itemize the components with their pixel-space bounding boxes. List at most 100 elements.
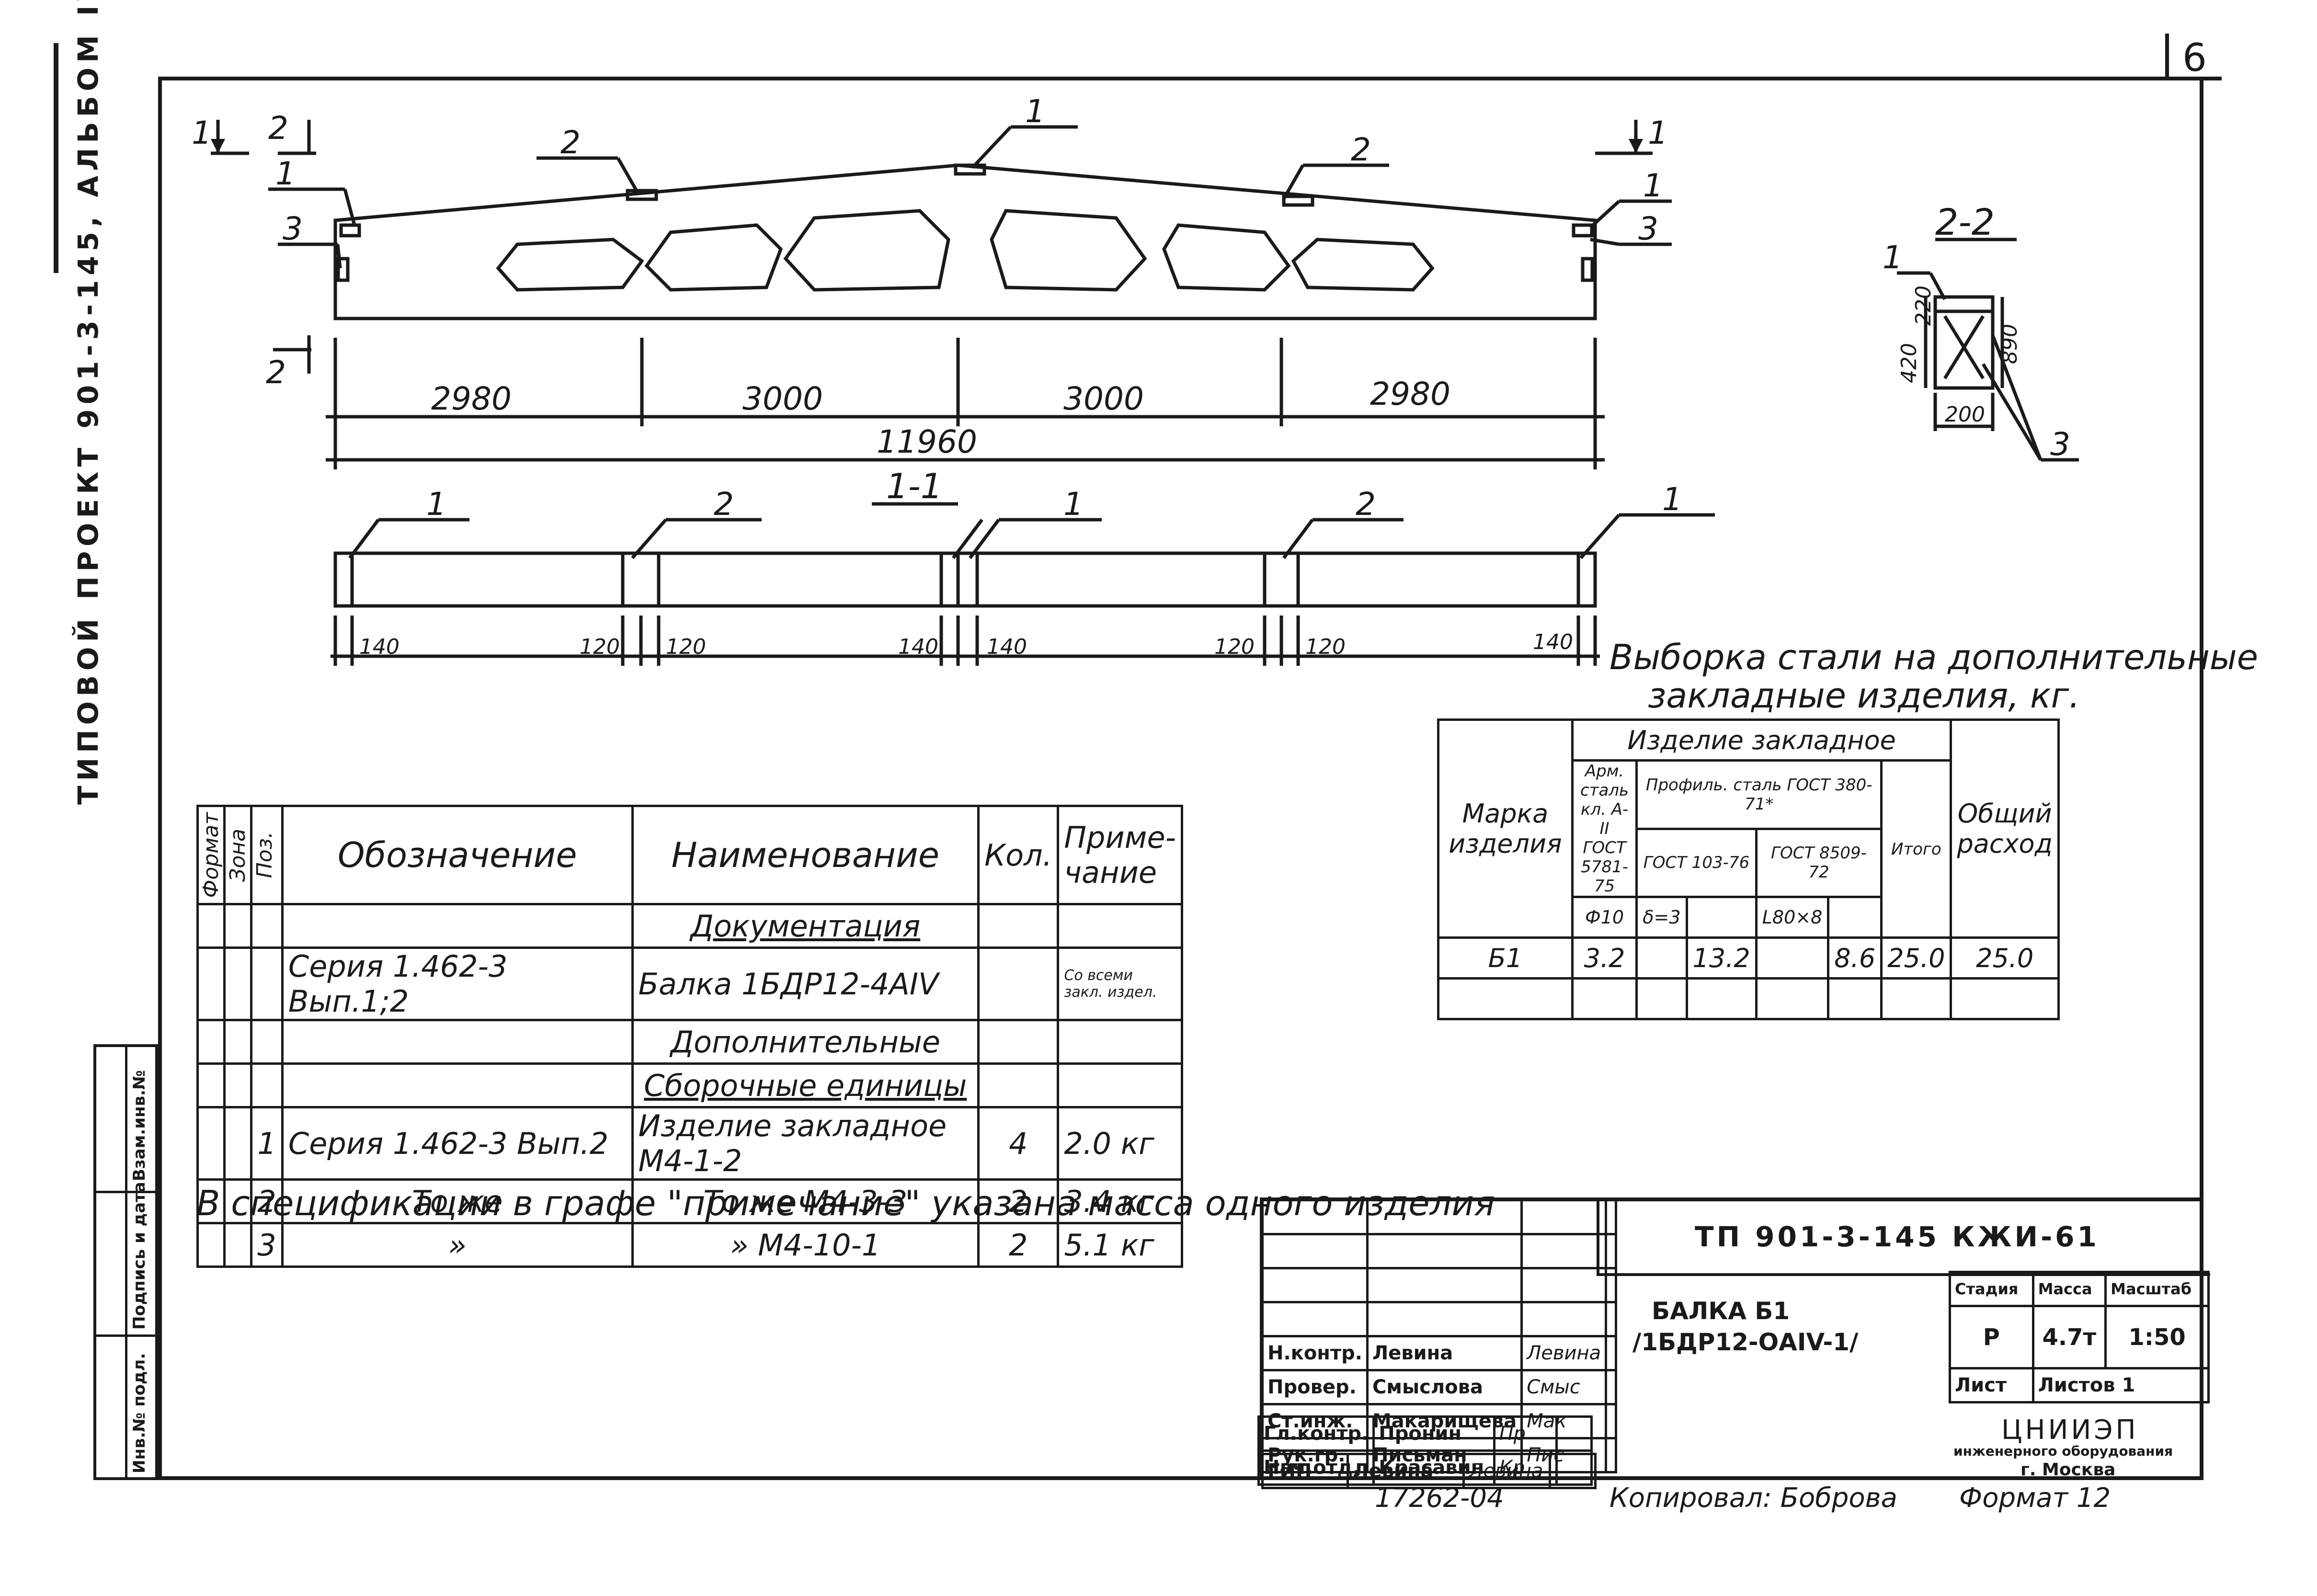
stamp-name: Левина — [1366, 1335, 1523, 1371]
spec-h-qty: Кол. — [977, 805, 1060, 905]
steel-row-empty-2 — [1755, 936, 1830, 980]
stamp-sign: Пр — [1493, 1415, 1558, 1452]
callout-1-right: 1 — [1643, 167, 1663, 204]
plan-dim-7: 120 — [1305, 635, 1346, 659]
stamp-blank — [1520, 1301, 1608, 1337]
spec-designation — [281, 903, 634, 949]
stamp-blank — [1605, 1199, 1618, 1235]
stamp-date — [1605, 1437, 1618, 1473]
stamp-role: Гл.контр. — [1257, 1415, 1375, 1452]
steel-col-itogo: Итого — [1880, 759, 1952, 939]
section-mark-1-left: 1 — [192, 114, 212, 151]
steel-empty-cell — [1685, 977, 1758, 1020]
steel-row-total: 25.0 — [1950, 936, 2060, 980]
stamp-date — [1605, 1403, 1618, 1439]
stamp-blank — [1520, 1233, 1608, 1269]
steel-col-mark: Марка изделия — [1437, 718, 1574, 939]
org-city: г. Москва — [2020, 1460, 2116, 1480]
left-strip-label-2: Подпись и дата — [130, 1182, 149, 1330]
steel-sub-blank-2 — [1827, 896, 1883, 939]
spec-qty: 2 — [977, 1222, 1060, 1268]
spec-note — [1057, 1062, 1183, 1108]
spec-cell — [196, 1062, 226, 1108]
spec-cell — [196, 946, 226, 1021]
stamp-blank — [1605, 1233, 1618, 1269]
table-row: Документация — [196, 903, 1183, 949]
spec-pos — [250, 946, 284, 1021]
spec-name: » М4-10-1 — [631, 1222, 980, 1268]
spec-h-designation: Обозначение — [281, 805, 634, 905]
section-mark-2-left: 2 — [268, 110, 288, 147]
elevation-dim-3: 3000 — [1063, 380, 1144, 417]
spec-name: Сборочные единицы — [631, 1062, 980, 1108]
callout-1-center: 1 — [1025, 93, 1045, 130]
opening-6 — [1291, 238, 1435, 292]
spec-cell — [223, 946, 252, 1021]
spec-note: 5.1 кг — [1057, 1222, 1183, 1268]
stamp-sheets: Листов 1 — [2032, 1367, 2210, 1403]
plan-callout-1c: 1 — [1662, 481, 1682, 518]
callout-3-left: 3 — [283, 210, 303, 247]
steel-title-line1: Выборка стали на дополнительные — [1609, 637, 2259, 677]
stamp-role: Нач.отд. — [1257, 1449, 1375, 1486]
stamp-mass-label: Масса — [2032, 1271, 2107, 1307]
steel-empty-row — [1437, 977, 1574, 1020]
spec-cell — [223, 1178, 252, 1224]
embedded-2-left — [626, 189, 658, 201]
spec-cell — [223, 1062, 252, 1108]
title-code: ТП 901-3-145 КЖИ-61 — [1695, 1220, 2100, 1253]
spec-name: То же М4-3-3 — [631, 1178, 980, 1224]
stamp-sign: Кр — [1493, 1449, 1558, 1486]
steel-empty-cell — [1571, 977, 1638, 1020]
spec-qty — [977, 1019, 1060, 1065]
footer-format: Формат 12 — [1959, 1482, 2111, 1514]
spec-name: Документация — [631, 903, 980, 949]
spec-cell — [196, 1019, 226, 1065]
spec-h-note: Приме-чание — [1057, 805, 1183, 905]
stamp-mass: 4.7т — [2032, 1305, 2107, 1369]
drawing-frame — [158, 77, 2203, 1480]
stamp-blank — [1366, 1233, 1523, 1269]
spec-note: Со всеми закл. издел. — [1057, 946, 1183, 1021]
steel-row-empty-1 — [1635, 936, 1688, 980]
spec-pos — [250, 1062, 284, 1108]
cross-section-22 — [1933, 295, 1995, 390]
embedded-3-left — [336, 257, 350, 282]
stamp-date — [1555, 1449, 1593, 1486]
plan-dim-3: 120 — [666, 635, 706, 659]
stamp-scale-label: Масштаб — [2104, 1271, 2210, 1307]
stamp-blank — [1520, 1267, 1608, 1303]
steel-table: Марка изделия Изделие закладное Общий ра… — [1437, 718, 2060, 1020]
spec-cell — [223, 903, 252, 949]
section-callout-3: 3 — [2050, 426, 2070, 463]
page-number-box: 6 — [2165, 34, 2222, 80]
spec-name: Балка 1БДР12-4АIV — [631, 946, 980, 1021]
spec-designation — [281, 1062, 634, 1108]
left-strip-divider — [125, 1047, 127, 1477]
spec-h-zone: Зона — [223, 805, 252, 905]
stamp-stage-label: Стадия — [1949, 1271, 2034, 1307]
stamp-blank — [1261, 1301, 1369, 1337]
org-name: ЦНИИЭП — [2001, 1414, 2139, 1446]
steel-row-mark: Б1 — [1437, 936, 1574, 980]
spec-pos: 3 — [250, 1222, 284, 1268]
plan-callout-2b: 2 — [1356, 486, 1376, 523]
stamp-scale: 1:50 — [2104, 1305, 2210, 1369]
steel-col-total: Общий расход — [1950, 718, 2060, 939]
elevation-dim-2: 3000 — [742, 380, 823, 417]
stamp-name: Пронин — [1372, 1415, 1495, 1452]
plan-dim-8: 140 — [1533, 630, 1573, 654]
stamp-blank — [1366, 1199, 1523, 1235]
spec-h-format-text: Формат — [199, 812, 223, 898]
plan-dim-2: 120 — [580, 635, 620, 659]
title-line2: /1БДР12-ОАIV-1/ — [1632, 1328, 1859, 1356]
beam-drawing: 1 2 1 2 1 2 1 2 1 3 3 2980 3000 3000 298… — [192, 93, 2079, 666]
steel-title-line2: закладные изделия, кг. — [1648, 675, 2080, 716]
spec-designation: То же — [281, 1178, 634, 1224]
section-title-11: 1-1 — [886, 466, 943, 506]
section-mark-2-bottom: 2 — [266, 354, 286, 391]
spec-designation — [281, 1019, 634, 1065]
